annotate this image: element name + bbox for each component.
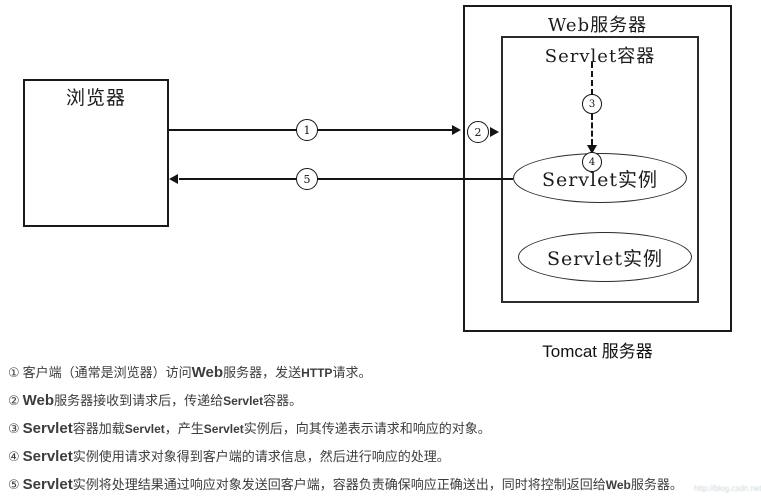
web-server-box: Web服务器 — [463, 5, 732, 332]
note-segment: 服务器，发送 — [223, 366, 302, 381]
dashed-line-lower — [591, 114, 593, 145]
note-segment: Servlet — [22, 476, 73, 493]
web-server-label: Web服务器 — [547, 15, 648, 36]
note-segment: ③ — [8, 422, 20, 437]
servlet-instance-ellipse-1: Servlet实例 — [513, 153, 687, 203]
note-segment: Servlet — [22, 420, 73, 437]
step-circle-3: 3 — [582, 94, 602, 114]
note-segment: 实例后，向其传递表示请求和响应的对象。 — [243, 422, 491, 437]
step-circle-4: 4 — [582, 152, 602, 172]
tomcat-caption: Tomcat 服务器 — [542, 342, 653, 361]
right-arrowhead-icon — [452, 125, 461, 135]
right-arrowhead-icon — [490, 127, 499, 137]
note-segment: ② — [8, 394, 20, 409]
response-arrow-line — [179, 178, 513, 180]
note-segment: Servlet — [203, 422, 244, 436]
note-segment: 服务器。 — [630, 478, 683, 493]
step-circle-5: 5 — [296, 168, 318, 190]
note-segment: Servlet — [22, 448, 73, 465]
note-segment: 容器。 — [263, 394, 303, 409]
step-circle-1: 1 — [296, 119, 318, 141]
note-segment: 客户端（通常是浏览器）访问 — [22, 366, 192, 381]
servlet-instance-ellipse-2: Servlet实例 — [518, 232, 692, 282]
note-segment: Web — [191, 364, 224, 381]
note-segment: Servlet — [124, 422, 165, 436]
servlet-container-label: Servlet容器 — [544, 46, 656, 67]
servlet-container-box: Servlet容器 — [501, 36, 699, 303]
note-segment: 服务器接收到请求后，传递给 — [54, 394, 224, 409]
browser-box: 浏览器 — [23, 79, 169, 227]
note-segment: ④ — [8, 450, 20, 465]
servlet-instance-label-2: Servlet实例 — [546, 247, 664, 270]
note-segment: Servlet — [223, 394, 264, 408]
down-arrowhead-icon — [587, 145, 597, 154]
left-arrowhead-icon — [169, 174, 178, 184]
note-segment: 实例使用请求对象得到客户端的请求信息，然后进行响应的处理。 — [72, 450, 450, 465]
dashed-line-upper — [591, 62, 593, 95]
note-segment: ⑤ — [8, 478, 20, 493]
servlet-instance-label-1: Servlet实例 — [541, 168, 659, 191]
note-segment: 请求。 — [332, 366, 372, 381]
note-segment: Web — [605, 478, 631, 492]
note-segment: Web — [22, 392, 55, 409]
note-segment: HTTP — [301, 366, 333, 380]
note-segment: ① — [8, 366, 20, 381]
note-segment: 实例将处理结果通过响应对象发送回客户端，容器负责确保响应正确送出，同时将控制返回… — [72, 478, 606, 493]
watermark: http://blog.csdn.net — [694, 484, 761, 493]
note-segment: ，产生 — [164, 422, 204, 437]
note-segment: 容器加载 — [72, 422, 125, 437]
step-circle-2: 2 — [467, 121, 489, 143]
browser-label: 浏览器 — [65, 87, 126, 109]
